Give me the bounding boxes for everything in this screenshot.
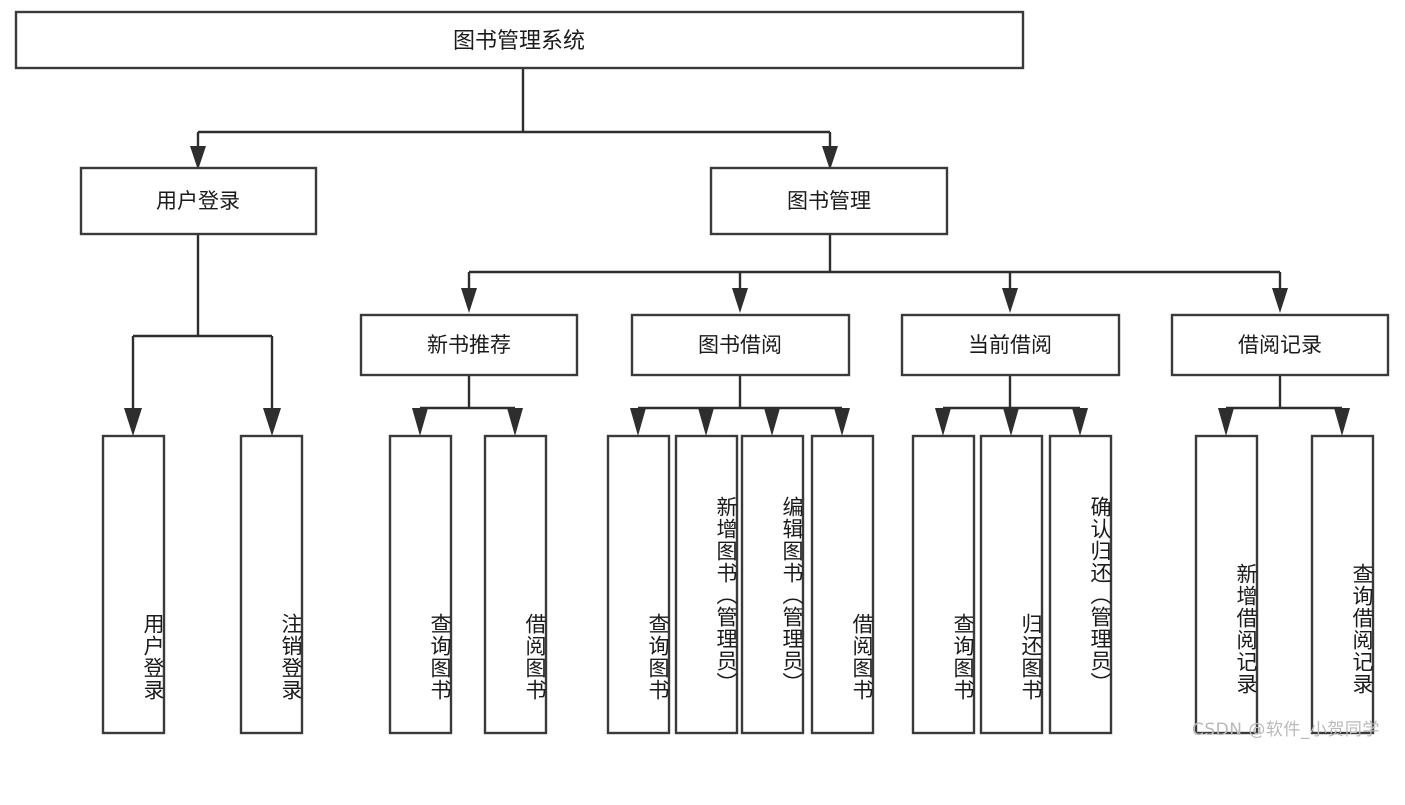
- arrow-head-book-borrow: [732, 288, 748, 313]
- node-leaf-return-book-box[interactable]: [979, 434, 1044, 735]
- arrow-head-leaf-query-book-1: [412, 408, 428, 436]
- connector-layer: [124, 68, 1350, 436]
- arrow-head-leaf-query-book-3: [935, 408, 951, 436]
- node-user-login-label: 用户登录: [156, 189, 240, 213]
- node-book-borrow-label: 图书借阅: [698, 333, 782, 357]
- arrow-head-borrow-record: [1272, 288, 1288, 313]
- arrow-head-leaf-query-record: [1334, 408, 1350, 436]
- arrow-head-leaf-logout: [263, 408, 281, 436]
- node-current-borrow-label: 当前借阅: [968, 333, 1052, 357]
- diagram-canvas-container: 图书管理系统 用户登录 图书管理 新书推荐 图书借阅 当前借阅 借阅记录: [14, 10, 1390, 740]
- node-leaf-query-record-box[interactable]: [1310, 434, 1375, 735]
- node-leaf-query-book-1-box[interactable]: [388, 434, 453, 735]
- node-leaf-logout-box[interactable]: [239, 434, 304, 735]
- node-leaf-query-book-3-box[interactable]: [911, 434, 976, 735]
- node-leaf-user-login-box[interactable]: [101, 434, 166, 735]
- node-book-manage-label: 图书管理: [787, 189, 871, 213]
- arrow-head-leaf-add-record: [1218, 408, 1234, 436]
- node-leaf-borrow-book-1-box[interactable]: [483, 434, 548, 735]
- arrow-head-new-book-rec: [461, 288, 477, 313]
- node-borrow-record-label: 借阅记录: [1238, 333, 1322, 357]
- node-leaf-borrow-book-2-box[interactable]: [810, 434, 875, 735]
- node-book-borrow-box[interactable]: [630, 313, 851, 377]
- arrow-head-leaf-borrow-book-1: [507, 408, 523, 436]
- org-chart-svg: 图书管理系统 用户登录 图书管理 新书推荐 图书借阅 当前借阅 借阅记录: [14, 10, 1390, 735]
- node-leaf-add-book-box[interactable]: [674, 434, 739, 735]
- node-layer: 图书管理系统 用户登录 图书管理 新书推荐 图书借阅 当前借阅 借阅记录: [14, 10, 1390, 735]
- arrow-head-leaf-return-book: [1003, 408, 1019, 436]
- node-new-book-rec-box[interactable]: [359, 313, 579, 377]
- arrow-head-leaf-borrow-book-2: [834, 408, 850, 436]
- arrow-head-leaf-edit-book: [764, 408, 780, 436]
- arrow-head-leaf-user-login: [124, 408, 142, 436]
- arrow-head-leaf-query-book-2: [630, 408, 646, 436]
- csdn-watermark: CSDN @软件_小贺同学: [1192, 720, 1380, 740]
- node-current-borrow-box[interactable]: [900, 313, 1121, 377]
- arrow-head-user-login: [190, 146, 206, 170]
- node-user-login-box[interactable]: [79, 166, 318, 236]
- arrow-head-leaf-confirm-return: [1072, 408, 1088, 436]
- arrow-head-book-manage: [822, 146, 838, 170]
- arrow-head-current-borrow: [1002, 288, 1018, 313]
- node-root-box[interactable]: [14, 10, 1025, 70]
- node-borrow-record-box[interactable]: [1170, 313, 1390, 377]
- node-leaf-query-book-2-box[interactable]: [606, 434, 671, 735]
- node-new-book-rec-label: 新书推荐: [427, 333, 511, 357]
- arrow-head-leaf-add-book: [698, 408, 714, 436]
- node-leaf-confirm-return-box[interactable]: [1048, 434, 1113, 735]
- node-leaf-add-record-box[interactable]: [1194, 434, 1259, 735]
- node-book-manage-box[interactable]: [709, 166, 949, 236]
- node-root-label: 图书管理系统: [453, 29, 585, 54]
- node-leaf-edit-book-box[interactable]: [740, 434, 805, 735]
